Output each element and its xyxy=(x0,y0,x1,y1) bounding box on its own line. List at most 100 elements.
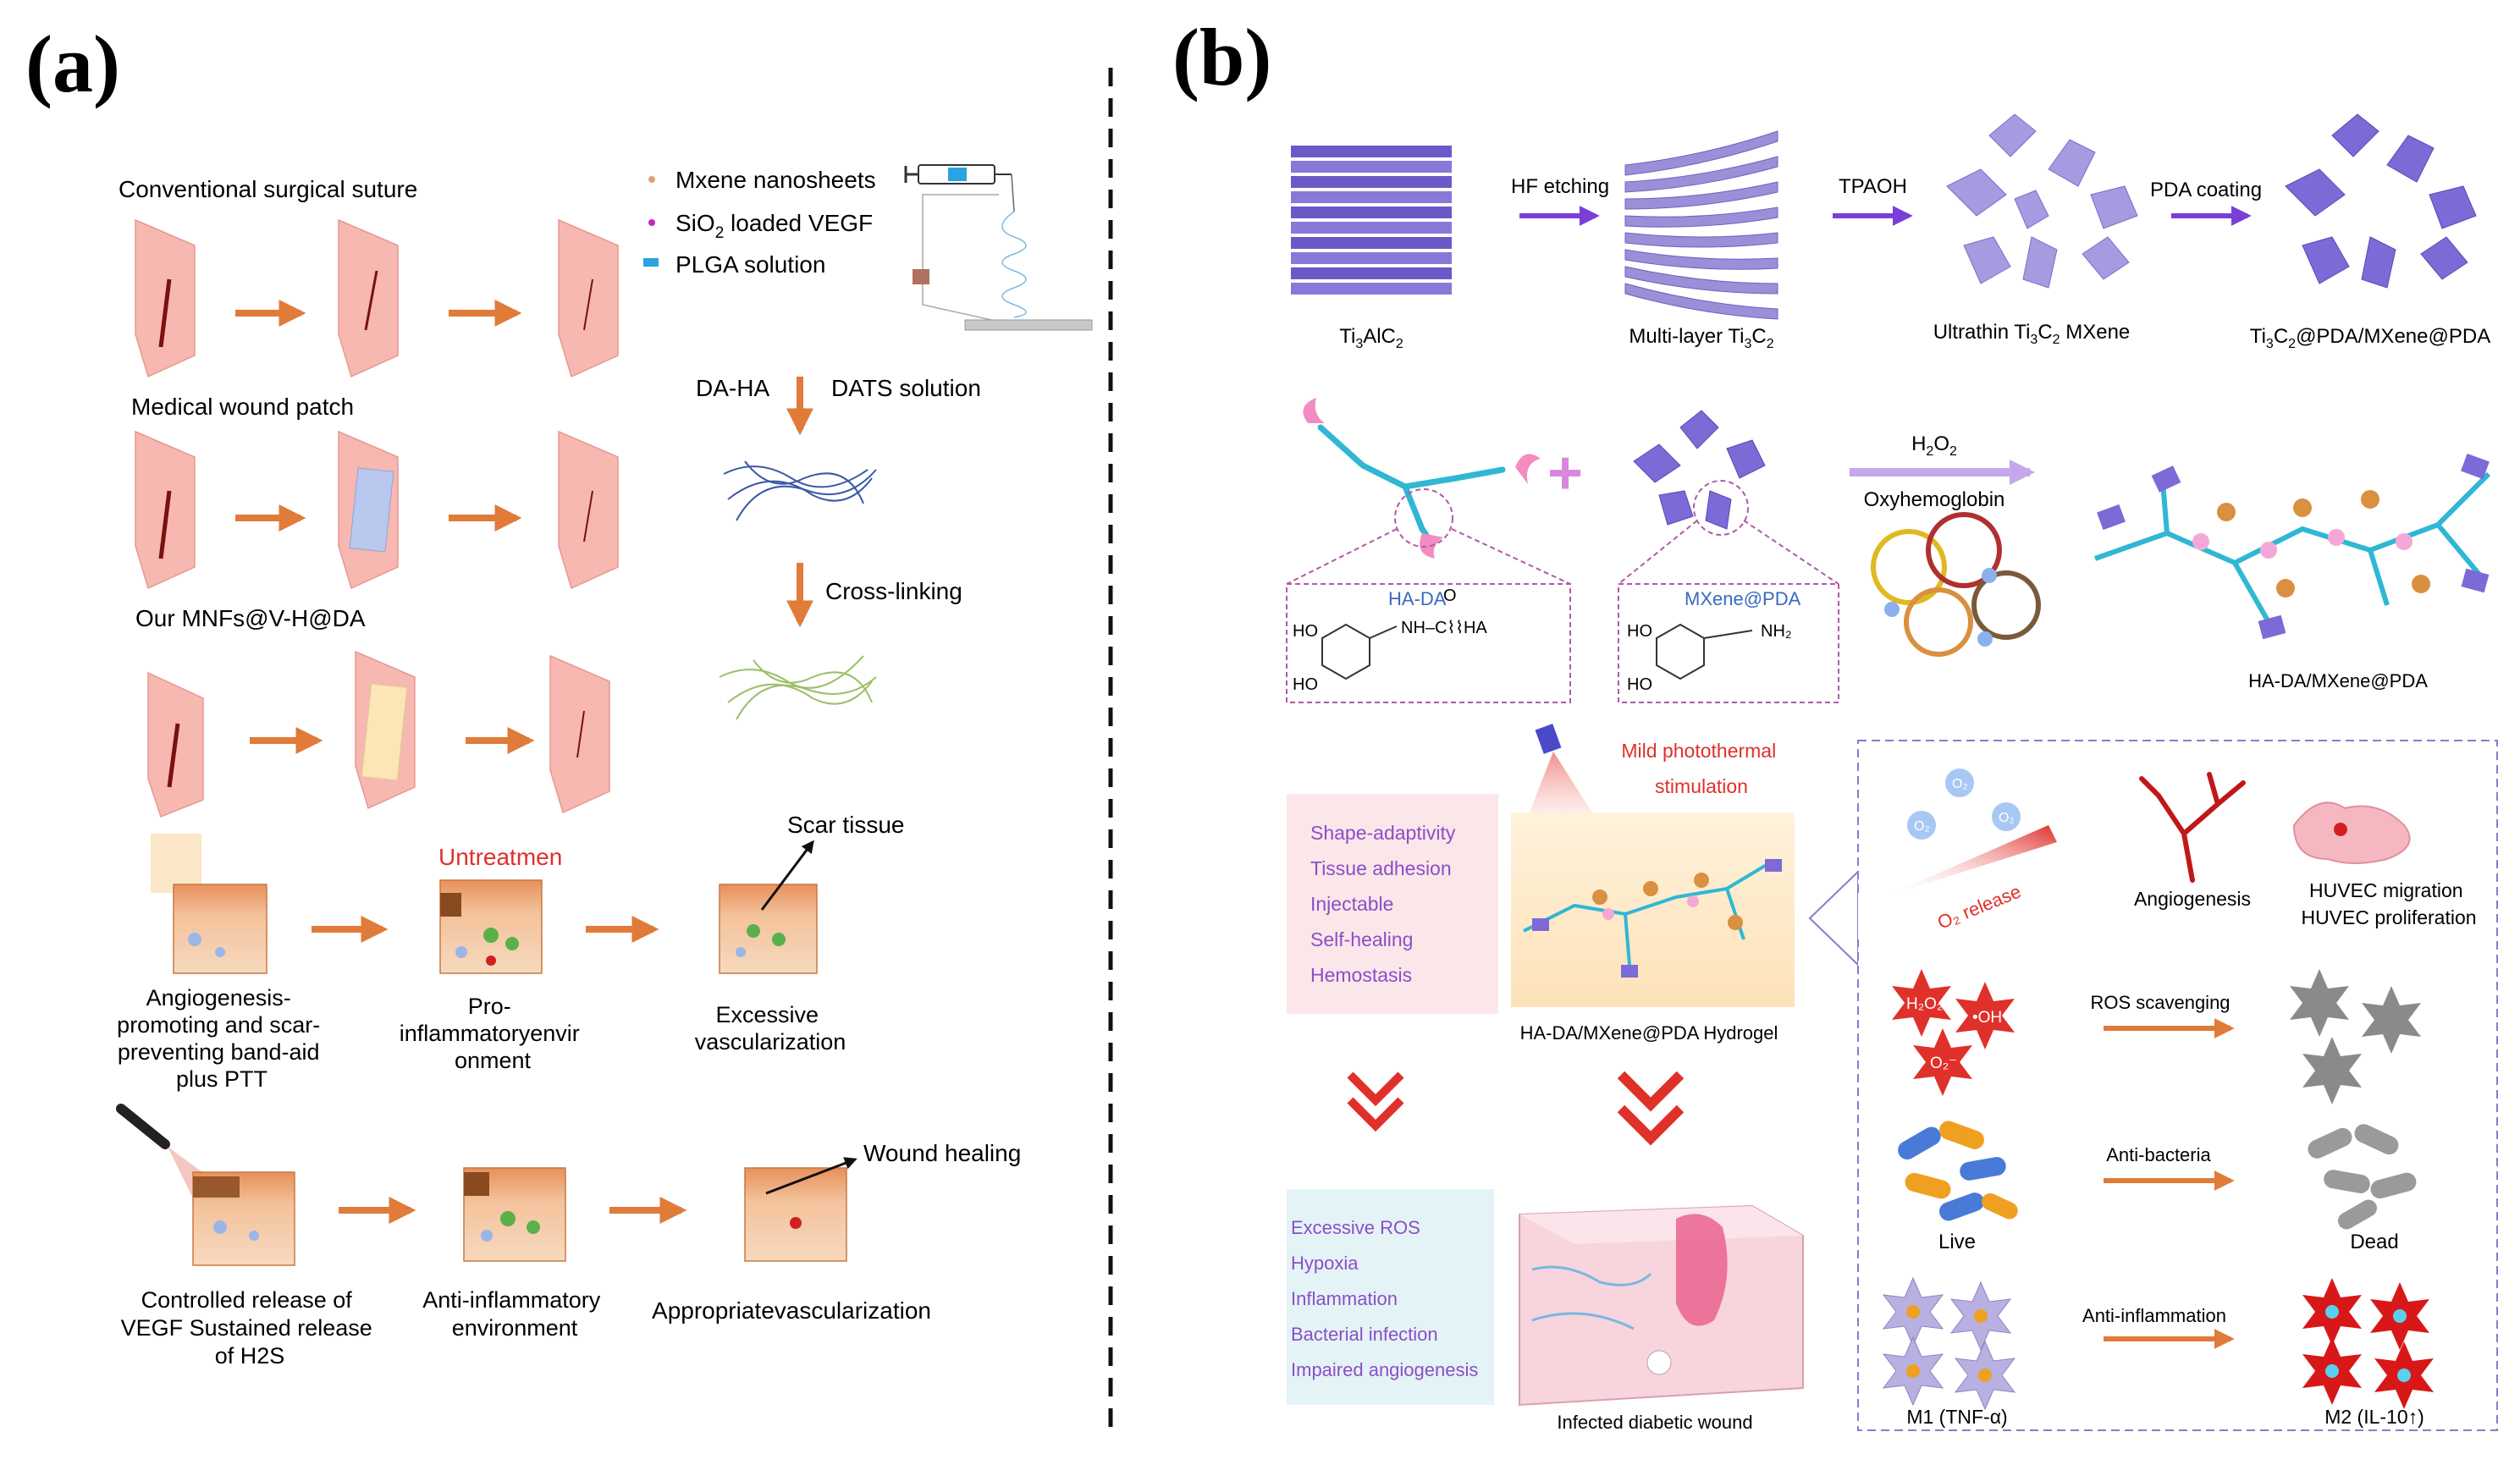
dead-bacteria-icon xyxy=(2308,1124,2417,1230)
mxene-pda-cluster-icon xyxy=(1633,410,1766,530)
band-aid-caption: Angiogenesis- promoting and scar- preven… xyxy=(117,985,327,1092)
untreatmen-label: Untreatmen xyxy=(438,844,562,870)
o2minus-ros-label: O₂⁻ xyxy=(1930,1055,1957,1072)
anti-inflam-env-caption: Anti-inflammatory environment xyxy=(422,1287,607,1341)
chem-ho-2: HO xyxy=(1293,675,1318,694)
multilayer-stack-icon xyxy=(1624,130,1778,320)
scar-tissue-label: Scar tissue xyxy=(787,812,905,838)
o2-bubbles-icon: O₂ O₂ O₂ xyxy=(1907,768,2021,840)
hydrogel-bg xyxy=(1511,812,1795,1007)
electrospinning-apparatus-icon xyxy=(904,164,1093,331)
blood-vessel-icon xyxy=(2139,772,2246,883)
row2-title: Medical wound patch xyxy=(131,394,354,420)
angiogenesis-label: Angiogenesis xyxy=(2134,888,2251,910)
tpaoh-label: TPAOH xyxy=(1839,175,1907,198)
anti-inflammation-label: Anti-inflammation xyxy=(2082,1305,2226,1326)
panel-b-label: (b) xyxy=(1172,12,1271,102)
conditions-box xyxy=(1287,1189,1494,1405)
property-3: Self-healing xyxy=(1310,928,1413,950)
live-label: Live xyxy=(1938,1231,1976,1253)
chem-nh2: NH₂ xyxy=(1761,622,1792,641)
chem-ho-4: HO xyxy=(1627,675,1652,694)
chem-nh-c-ha: NH–C⌇⌇HA xyxy=(1401,619,1487,637)
infected-wound-label: Infected diabetic wound xyxy=(1557,1412,1752,1433)
hf-etching-label: HF etching xyxy=(1511,175,1609,198)
property-4: Hemostasis xyxy=(1310,964,1412,986)
h2o2-ros-label: H₂O₂ xyxy=(1906,995,1943,1013)
condition-1: Hypoxia xyxy=(1291,1253,1359,1274)
mild-pt-caption: Mild photothermal stimulation xyxy=(1621,740,1781,797)
huvec-caption: HUVEC migration HUVEC proliferation xyxy=(2301,879,2476,928)
crosslinking-label: Cross-linking xyxy=(825,578,962,604)
ultrathin-label: Ultrathin Ti3C2 MXene xyxy=(1933,321,2131,347)
legend-mxene: Mxene nanosheets xyxy=(675,167,876,193)
oh-ros-label: •OH xyxy=(1972,1009,2002,1027)
neutralized-stars-icon xyxy=(2290,969,2421,1104)
wound-skin-3 xyxy=(558,218,619,378)
mxene-pda-structure: MXene@PDA HO HO NH₂ xyxy=(1618,480,1839,703)
m1-label: M1 (TNF-α) xyxy=(1906,1406,2007,1428)
skin-block-3-icon xyxy=(719,884,818,974)
mxene-dot-icon xyxy=(648,176,655,183)
chevron-down-icon-1 xyxy=(1347,1071,1404,1132)
coated-flakes-icon xyxy=(2285,113,2477,289)
properties-list: Shape-adaptivity Tissue adhesion Injecta… xyxy=(1310,822,1456,986)
conditions-list: Excessive ROS Hypoxia Inflammation Bacte… xyxy=(1291,1217,1478,1380)
anti-bacteria-label: Anti-bacteria xyxy=(2106,1144,2211,1165)
callout-pointer xyxy=(1808,869,1859,967)
huvec-cell-icon xyxy=(2292,801,2411,864)
dats-label: DATS solution xyxy=(831,375,981,401)
ti3alc2-label: Ti3AlC2 xyxy=(1339,325,1403,351)
patch-beige xyxy=(361,683,408,781)
svg-text:O₂: O₂ xyxy=(1914,819,1930,834)
plus-sign: + xyxy=(1547,439,1583,507)
condition-3: Bacterial infection xyxy=(1291,1324,1438,1345)
hydrogel-network-icon xyxy=(1523,859,1782,978)
ultrathin-flakes-icon xyxy=(1946,113,2138,289)
skin-block-2-icon xyxy=(439,879,543,974)
ros-scavenging-label: ROS scavenging xyxy=(2090,992,2230,1013)
m2-label: M2 (IL-10↑) xyxy=(2324,1406,2424,1428)
wound-skin-6 xyxy=(558,430,619,590)
wound-healing-pointer xyxy=(765,1157,857,1195)
skin-block-4-icon xyxy=(192,1171,295,1266)
ha-da-structure-label: HA-DA xyxy=(1388,588,1447,609)
row1-title: Conventional surgical suture xyxy=(119,176,417,202)
property-1: Tissue adhesion xyxy=(1310,857,1452,879)
oxyhemoglobin-label: Oxyhemoglobin xyxy=(1864,488,2005,511)
skin-block-1-icon xyxy=(151,834,267,974)
hydrogel-label: HA-DA/MXene@PDA Hydrogel xyxy=(1520,1022,1778,1044)
chem-o: O xyxy=(1443,587,1457,605)
chem-ho-3: HO xyxy=(1627,622,1652,641)
o2-release-arrow xyxy=(1883,825,2057,897)
row3-title: Our MNFs@V-H@DA xyxy=(135,605,366,631)
ha-da-structure: HA-DA HO HO NH–C⌇⌇HA O xyxy=(1286,488,1571,703)
h2o2-label: H2O2 xyxy=(1911,432,1957,459)
pro-inflam-caption: Pro- inflammatoryenvir onment xyxy=(400,994,587,1073)
legend: Mxene nanosheets SiO2 loaded VEGF PLGA s… xyxy=(643,167,876,278)
ha-da-mxene-pda-label: HA-DA/MXene@PDA xyxy=(2248,670,2428,691)
appropriate-vasc-caption: Appropriatevascularization xyxy=(652,1297,931,1324)
property-2: Injectable xyxy=(1310,893,1393,915)
oxyhemoglobin-cluster-icon xyxy=(1871,512,2041,657)
svg-text:O₂: O₂ xyxy=(1952,777,1968,791)
legend-plga: PLGA solution xyxy=(675,251,825,278)
controlled-release-caption: Controlled release of VEGF Sustained rel… xyxy=(121,1287,379,1369)
dead-label: Dead xyxy=(2350,1231,2398,1253)
properties-box xyxy=(1287,794,1498,1014)
pda-coating-label: PDA coating xyxy=(2150,179,2262,201)
patch-blue xyxy=(349,467,394,553)
da-ha-label: DA-HA xyxy=(696,375,769,401)
diabetic-wound-icon xyxy=(1519,1204,1804,1407)
svg-text:O₂: O₂ xyxy=(1999,811,2015,825)
panel-b: (b) Ti3AlC2 HF etching Multi-l xyxy=(1172,12,2498,1433)
skin-block-6-icon xyxy=(744,1167,847,1262)
sio2-dot-icon xyxy=(648,219,655,226)
panel-a-label: (a) xyxy=(25,19,120,109)
polymer-network-green-icon xyxy=(719,655,877,720)
multilayer-label: Multi-layer Ti3C2 xyxy=(1629,325,1773,351)
wound-healing-label: Wound healing xyxy=(863,1140,1021,1166)
chevron-down-icon-2 xyxy=(1617,1071,1685,1146)
mxene-pda-structure-label: MXene@PDA xyxy=(1685,588,1801,609)
